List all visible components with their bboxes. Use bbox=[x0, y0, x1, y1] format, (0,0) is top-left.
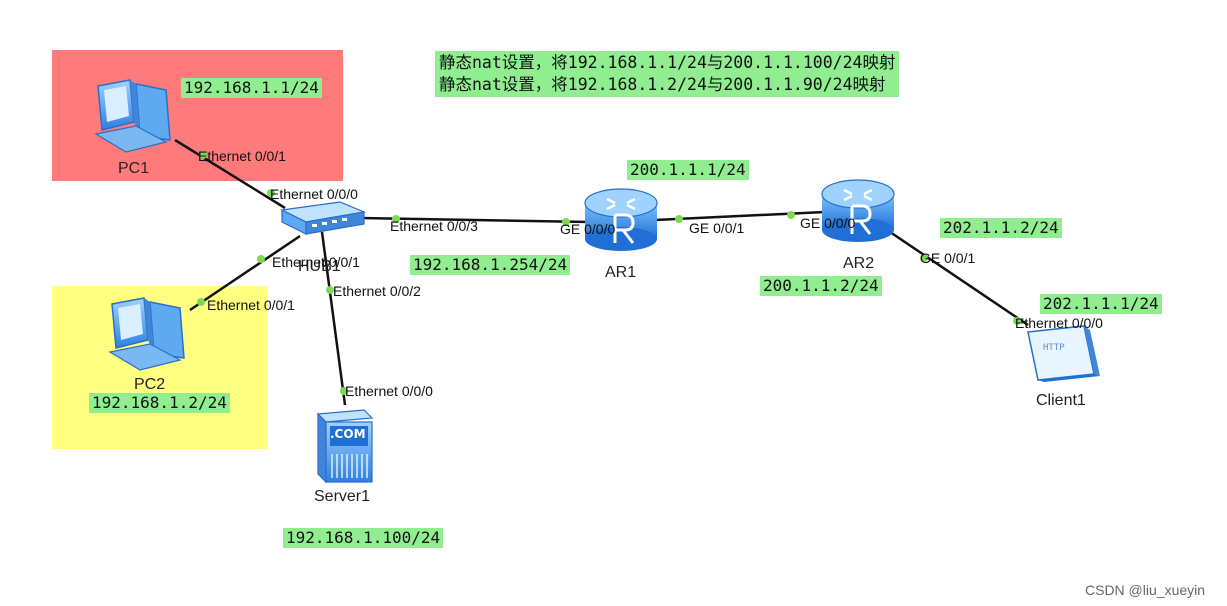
ar2-outside-ip-label: 202.1.1.2/24 bbox=[940, 218, 1062, 238]
port-label: Ethernet 0/0/0 bbox=[345, 383, 433, 399]
pc2-icon[interactable] bbox=[108, 297, 185, 371]
client-ip-label: 202.1.1.1/24 bbox=[1040, 294, 1162, 314]
client-icon[interactable] bbox=[1027, 325, 1100, 382]
ar1-outside-ip-label: 200.1.1.1/24 bbox=[627, 160, 749, 180]
port-dot bbox=[199, 151, 207, 159]
port-dot bbox=[257, 255, 265, 263]
pc2-name: PC2 bbox=[134, 376, 166, 393]
port-dot bbox=[920, 254, 928, 262]
port-label: Ethernet 0/0/3 bbox=[390, 218, 478, 234]
port-dot bbox=[562, 218, 570, 226]
port-dot bbox=[267, 189, 275, 197]
port-label: Ethernet 0/0/2 bbox=[333, 283, 421, 299]
hub-icon[interactable] bbox=[279, 201, 367, 235]
port-dot bbox=[326, 286, 334, 294]
nat-note-line2: 静态nat设置，将192.168.1.2/24与200.1.1.90/24映射 bbox=[439, 75, 886, 94]
server-ip-label: 192.168.1.100/24 bbox=[283, 528, 444, 548]
ar2-router-icon[interactable] bbox=[821, 179, 895, 242]
server-icon[interactable] bbox=[316, 409, 374, 484]
hub-name: HUB1 bbox=[298, 258, 341, 275]
pc2-ip-label: 192.168.1.2/24 bbox=[89, 393, 230, 413]
port-dot bbox=[1013, 317, 1021, 325]
watermark: CSDN @liu_xueyin bbox=[1085, 582, 1206, 598]
port-dot bbox=[787, 211, 795, 219]
ar1-name: AR1 bbox=[605, 264, 637, 281]
pc1-name: PC1 bbox=[118, 160, 150, 177]
ar2-inside-ip-label: 200.1.1.2/24 bbox=[760, 276, 882, 296]
port-label: Ethernet 0/0/0 bbox=[270, 186, 358, 202]
nat-note: 静态nat设置，将192.168.1.1/24与200.1.1.100/24映射… bbox=[435, 51, 900, 97]
pc1-ip-label: 192.168.1.1/24 bbox=[181, 78, 322, 98]
port-label: Ethernet 0/0/1 bbox=[198, 148, 286, 164]
ar1-inside-ip-label: 192.168.1.254/24 bbox=[410, 255, 571, 275]
port-label: Ethernet 0/0/1 bbox=[207, 297, 295, 313]
pc1-icon[interactable] bbox=[94, 79, 171, 153]
port-label: GE 0/0/1 bbox=[920, 250, 976, 266]
link-pc1-hub bbox=[174, 138, 286, 210]
port-dot bbox=[197, 298, 205, 306]
port-dot bbox=[675, 215, 683, 223]
nat-note-line1: 静态nat设置，将192.168.1.1/24与200.1.1.100/24映射 bbox=[439, 53, 896, 72]
port-dot bbox=[340, 387, 348, 395]
port-dot bbox=[392, 215, 400, 223]
server-name: Server1 bbox=[314, 488, 371, 505]
server-badge: .COM bbox=[330, 427, 366, 441]
port-label: Ethernet 0/0/0 bbox=[1015, 315, 1103, 331]
ar1-router-icon[interactable] bbox=[584, 188, 658, 251]
port-label: GE 0/0/1 bbox=[689, 220, 745, 236]
client-badge: HTTP bbox=[1043, 343, 1065, 353]
client-name: Client1 bbox=[1036, 392, 1086, 409]
link-server-hub bbox=[320, 231, 347, 406]
link-pc2-hub bbox=[189, 234, 301, 312]
link-ar1-ar2 bbox=[654, 210, 826, 222]
port-label: GE 0/0/0 bbox=[560, 221, 616, 237]
port-label: Ethernet 0/0/1 bbox=[272, 254, 360, 270]
link-ar2-client bbox=[889, 230, 1029, 327]
ar2-name: AR2 bbox=[843, 255, 875, 272]
port-label: GE 0/0/0 bbox=[800, 215, 856, 231]
